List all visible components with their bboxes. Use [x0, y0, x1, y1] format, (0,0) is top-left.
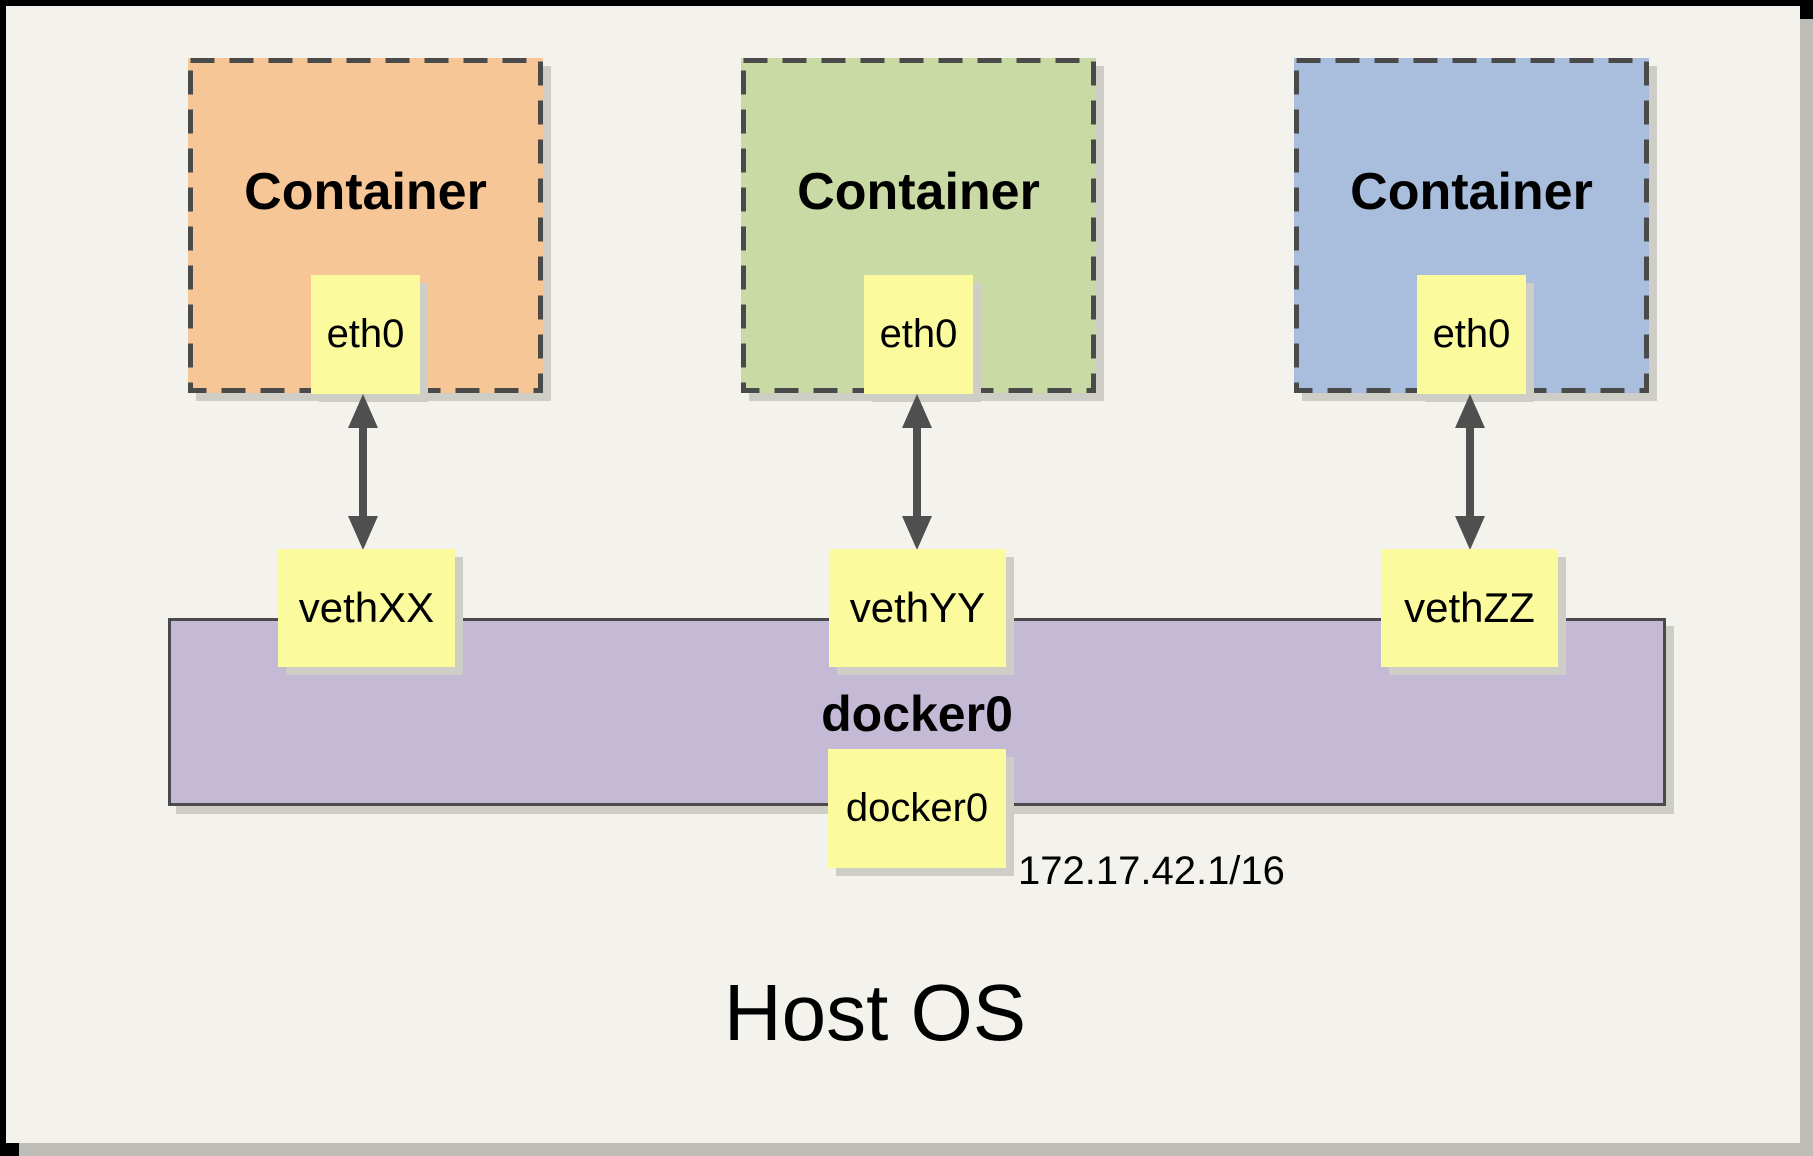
eth0-box-1: eth0: [311, 275, 420, 394]
veth-box-2: vethYY: [829, 549, 1006, 667]
container-box-3: Container eth0: [1294, 58, 1649, 394]
veth-box-1: vethXX: [278, 549, 455, 667]
double-arrow-icon-2: [902, 394, 932, 550]
veth-label: vethZZ: [1404, 584, 1535, 631]
diagram-canvas: Container eth0 Container eth0 Container …: [6, 6, 1800, 1143]
double-arrow-icon-3: [1455, 394, 1485, 550]
container-box-2: Container eth0: [741, 58, 1096, 394]
eth0-box-3: eth0: [1417, 275, 1526, 394]
veth-label: vethYY: [849, 584, 986, 631]
docker0-bridge-title: docker0: [821, 686, 1013, 742]
dashed-border: [188, 58, 543, 393]
dashed-border: [1294, 58, 1649, 393]
container-title: Container: [244, 163, 487, 221]
veth-box-3: vethZZ: [1381, 549, 1558, 667]
veth-label: vethXX: [298, 584, 435, 631]
container-title: Container: [1350, 163, 1593, 221]
eth0-label: eth0: [326, 312, 405, 356]
eth0-label: eth0: [1432, 312, 1511, 356]
double-arrow-icon-1: [348, 394, 378, 550]
eth0-label: eth0: [879, 312, 958, 356]
eth0-box-2: eth0: [864, 275, 973, 394]
dashed-border: [741, 58, 1096, 393]
docker0-interface-label: docker0: [845, 786, 989, 830]
container-title: Container: [797, 163, 1040, 221]
container-box-1: Container eth0: [188, 58, 543, 394]
host-os-title: Host OS: [723, 968, 1027, 1057]
subnet-annotation: 172.17.42.1/16: [1018, 849, 1285, 893]
docker0-interface-box: docker0: [828, 749, 1006, 868]
